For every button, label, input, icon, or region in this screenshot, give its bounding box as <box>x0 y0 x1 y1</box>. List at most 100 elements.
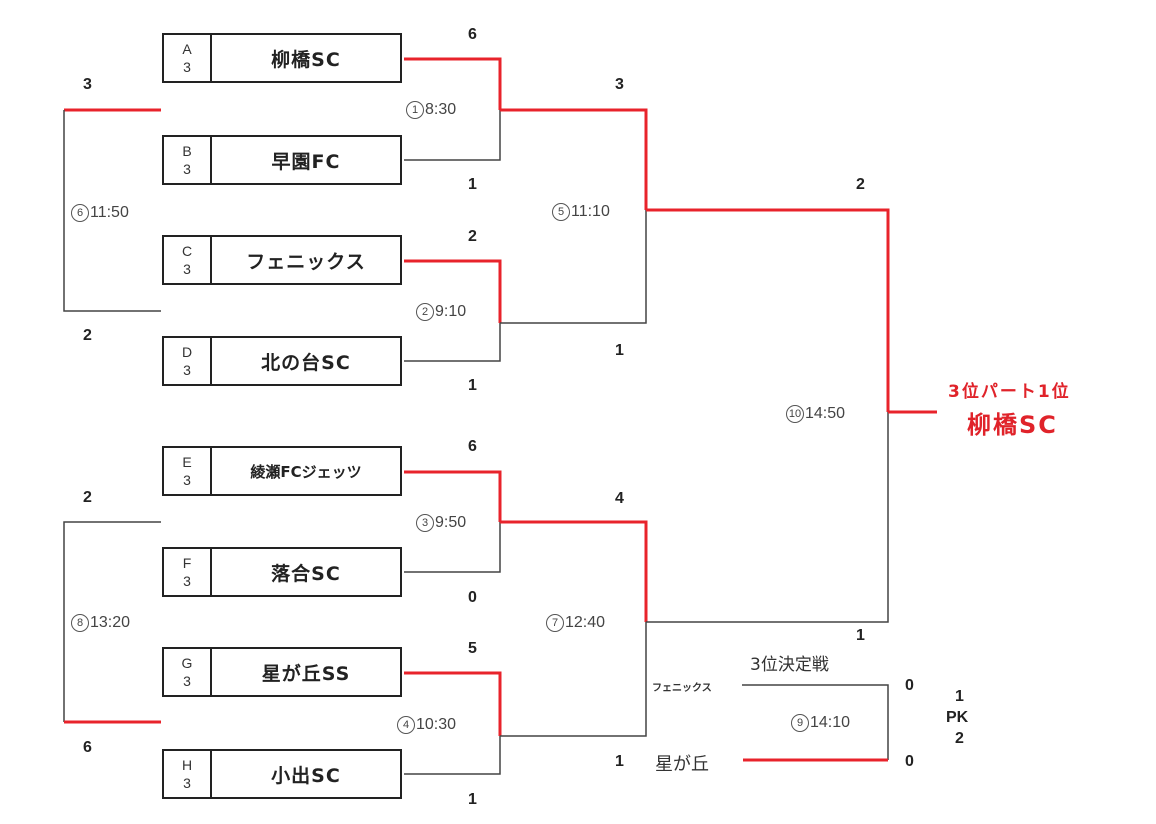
line-m7-top <box>500 520 648 622</box>
match-time: 11:10 <box>571 203 610 220</box>
match-number: 6 <box>71 204 89 222</box>
champion-name: 柳橋SC <box>967 411 1058 439</box>
group-seed: 3 <box>183 673 191 689</box>
match-number: 1 <box>406 101 424 119</box>
score-m4-top: 5 <box>468 640 477 657</box>
line-m3-bottom <box>404 522 501 573</box>
group-seed: 3 <box>183 59 191 75</box>
team-name: 綾瀬FCジェッツ <box>250 462 362 481</box>
line-m3-top <box>404 470 502 522</box>
line-m8-top <box>63 521 161 722</box>
score-m10-bottom: 1 <box>856 627 865 644</box>
line-m2-top <box>404 259 502 323</box>
group-letter: A <box>182 41 192 57</box>
team-name: 早園FC <box>271 150 341 173</box>
group-seed: 3 <box>183 261 191 277</box>
match-time: 14:10 <box>810 714 851 731</box>
match-time: 11:50 <box>90 204 129 221</box>
line-m9-top <box>742 684 889 760</box>
score-m3-top: 6 <box>468 438 477 455</box>
group-seed: 3 <box>183 775 191 791</box>
line-m1-top <box>404 57 502 110</box>
champion-title: 3位パート1位 <box>948 382 1071 402</box>
group-seed: 3 <box>183 161 191 177</box>
match-time: 13:20 <box>90 614 131 631</box>
team-name: 柳橋SC <box>271 48 341 71</box>
third-place-team-top: フェニックス <box>652 683 712 694</box>
score-m7-top: 4 <box>615 490 624 507</box>
line-m10-top <box>646 208 890 412</box>
match-number: 8 <box>71 614 89 632</box>
match-number: 4 <box>397 716 415 734</box>
group-seed: 3 <box>183 362 191 378</box>
line-m4-bottom <box>404 736 501 775</box>
match-time: 12:40 <box>565 614 606 631</box>
match-time: 9:10 <box>435 303 467 320</box>
match-number: 10 <box>786 405 804 423</box>
score-m8-bottom: 6 <box>83 739 92 756</box>
team-name: 小出SC <box>271 764 341 787</box>
score-m9-bottom: 0 <box>905 753 914 770</box>
score-m10-top: 2 <box>856 176 865 193</box>
score-m8-top: 2 <box>83 489 92 506</box>
team-name: 落合SC <box>271 562 341 585</box>
line-m6-bottom <box>63 110 161 312</box>
score-m6-top: 3 <box>83 76 92 93</box>
third-place-team-bottom: 星が丘 <box>655 754 709 775</box>
match-number: 5 <box>552 203 570 221</box>
match-number: 9 <box>791 714 809 732</box>
score-m3-bottom: 0 <box>468 589 477 606</box>
group-letter: H <box>181 757 193 773</box>
pk-score-bottom: 2 <box>955 730 964 747</box>
line-m7-bottom <box>500 622 647 737</box>
match-time: 14:50 <box>805 405 846 422</box>
score-m5-bottom: 1 <box>615 342 624 359</box>
group-seed: 3 <box>183 573 191 589</box>
score-m1-bottom: 1 <box>468 176 477 193</box>
match-time: 9:50 <box>435 514 467 531</box>
score-m9-top: 0 <box>905 677 914 694</box>
group-letter: E <box>182 454 192 470</box>
group-letter: F <box>182 555 192 571</box>
team-name: 北の台SC <box>261 351 351 374</box>
team-name: フェニックス <box>246 250 366 273</box>
line-m1-bottom <box>404 110 501 161</box>
third-place-title: 3位決定戦 <box>750 655 829 675</box>
team-name: 星が丘SS <box>261 662 351 685</box>
group-letter: D <box>181 344 193 360</box>
match-number: 2 <box>416 303 434 321</box>
line-m10-bottom <box>646 412 889 623</box>
score-m4-bottom: 1 <box>468 791 477 808</box>
match-number: 3 <box>416 514 434 532</box>
match-number: 7 <box>546 614 564 632</box>
team-box-f: F 3 落合SC <box>162 547 402 597</box>
score-m2-bottom: 1 <box>468 377 477 394</box>
pk-label: PK <box>946 709 969 726</box>
match-time: 8:30 <box>425 101 457 118</box>
group-letter: G <box>181 655 193 671</box>
